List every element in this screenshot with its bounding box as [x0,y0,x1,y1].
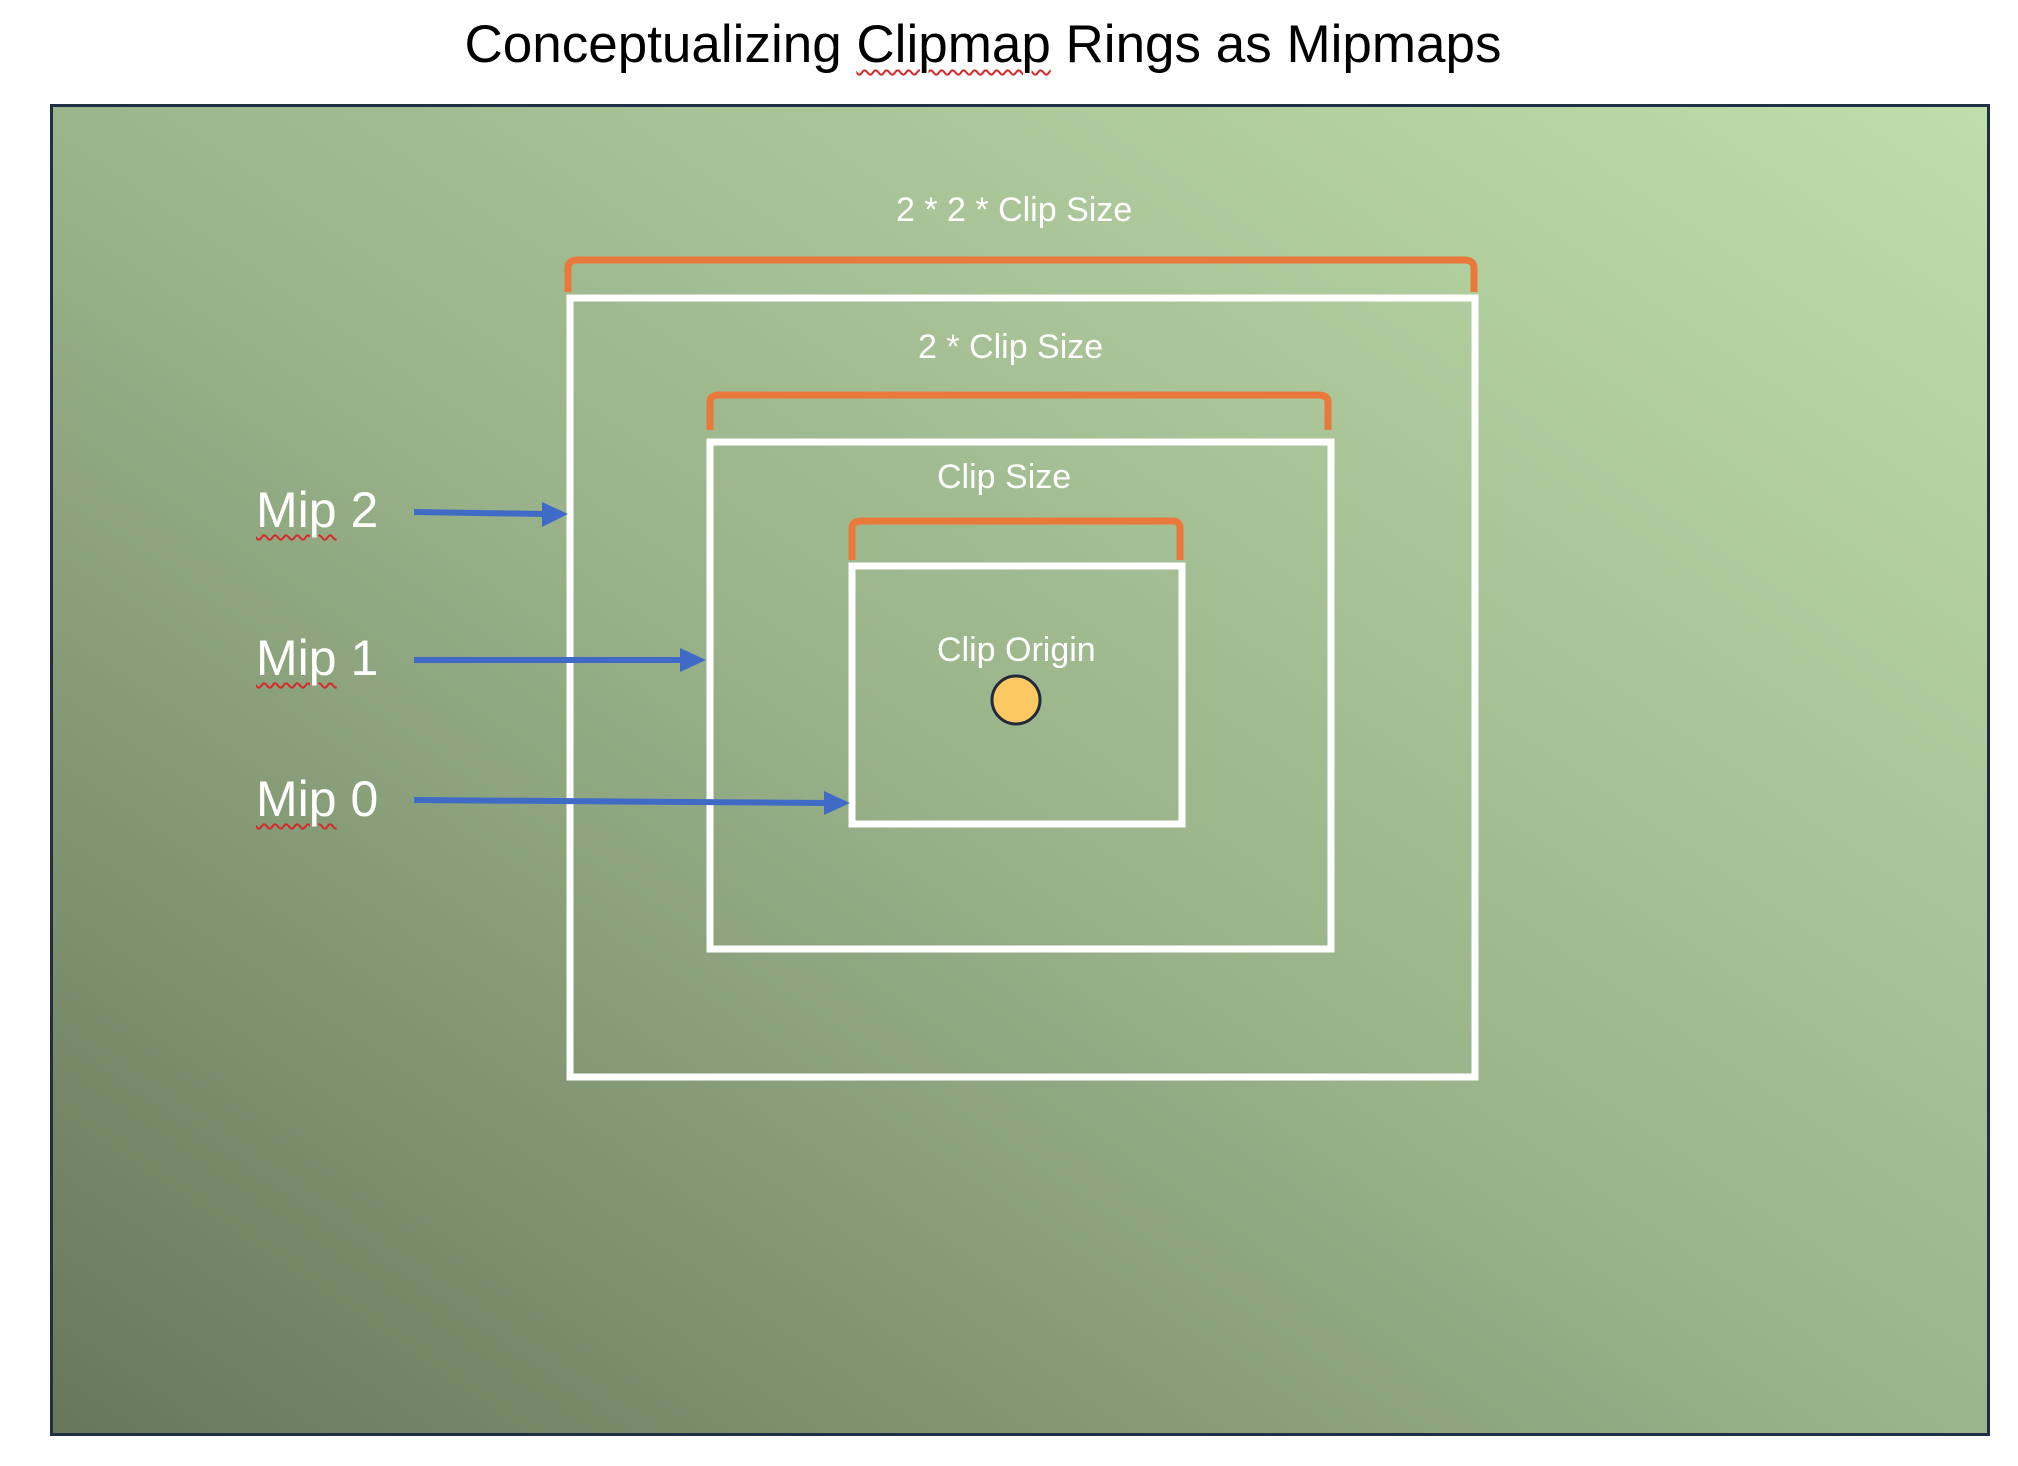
mip1-label: Mip 1 [256,629,378,687]
mip2-arrow-shaft [413,509,547,517]
mip2-arrow-head [542,502,568,527]
diagram-canvas [50,104,1990,1436]
mip0-ring [848,562,1186,828]
mip1-arrow-head [680,648,706,672]
inner-size-bracket [848,517,1184,560]
clip-origin-label: Clip Origin [937,631,1096,669]
title-prefix: Conceptualizing [464,15,857,74]
mip2-ring [566,294,1479,1081]
inner-size-label: Clip Size [937,458,1072,496]
mip1-ring [706,438,1335,953]
outer-size-label: 2 * 2 * Clip Size [896,191,1133,229]
clip-origin-marker [990,674,1042,726]
mip0-label-word: Mip [256,771,337,827]
mip2-label-word: Mip [256,482,337,538]
diagram-title: Conceptualizing Clipmap Rings as Mipmaps [0,14,1966,75]
mip0-label-level: 0 [336,771,379,827]
mip0-arrow-shaft [413,797,827,806]
mip2-label-level: 2 [336,482,379,538]
mip0-arrow-head [824,791,850,815]
mip0-label: Mip 0 [256,770,378,828]
title-clipmap-word: Clipmap [856,15,1051,74]
mip1-label-level: 1 [336,630,379,686]
outer-size-bracket [564,256,1478,292]
middle-size-bracket [706,391,1332,430]
middle-size-label: 2 * Clip Size [918,328,1104,366]
title-suffix: Rings as Mipmaps [1050,15,1502,74]
mip2-label: Mip 2 [256,481,378,539]
mip1-label-word: Mip [256,630,337,686]
